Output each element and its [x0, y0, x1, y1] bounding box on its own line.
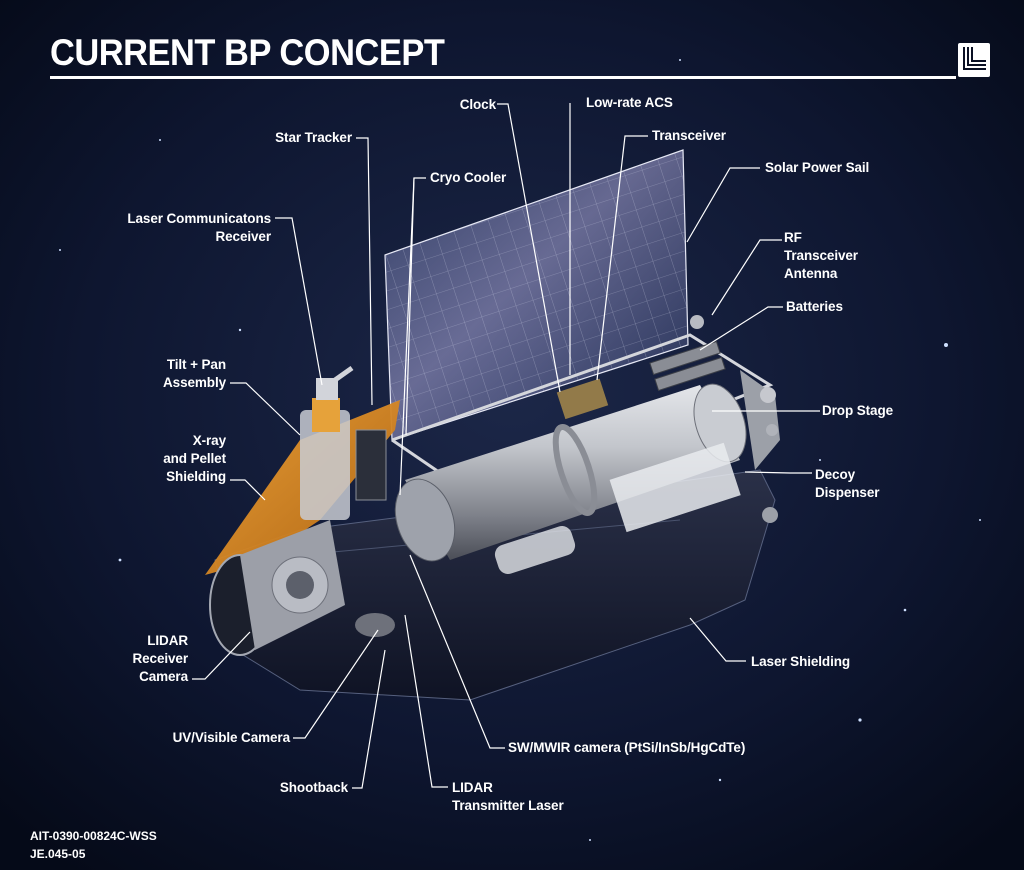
- footer-doc-id: AIT-0390-00824C-WSS: [30, 829, 157, 843]
- label-decoy-line1: Decoy: [815, 467, 856, 482]
- label-clock: Clock: [459, 97, 496, 112]
- label-laser-shielding: Laser Shielding: [751, 654, 851, 669]
- star-field: [59, 59, 981, 841]
- label-lidar-receiver-camera: LIDAR Receiver Camera: [110, 632, 189, 686]
- label-xray-line3: Shielding: [166, 469, 226, 484]
- solar-power-sail: [384, 149, 689, 441]
- label-solar-power-sail: Solar Power Sail: [765, 160, 870, 175]
- label-xray-pellet-shielding: X-ray and Pellet Shielding: [140, 432, 226, 486]
- label-batteries: Batteries: [786, 299, 843, 314]
- label-low-rate-acs: Low-rate ACS: [586, 95, 673, 110]
- label-lidar-rx-line2: Receiver: [132, 651, 189, 666]
- label-lidar-tx-line2: Transmitter Laser: [452, 798, 564, 813]
- label-lidar-tx-line1: LIDAR: [452, 780, 493, 795]
- company-logo: [958, 43, 990, 77]
- label-transceiver: Transceiver: [652, 128, 726, 143]
- label-xray-line1: X-ray: [192, 433, 226, 448]
- label-lidar-rx-line3: Camera: [139, 669, 188, 684]
- label-decoy-line2: Dispenser: [815, 485, 880, 500]
- label-tilt-pan-line1: Tilt + Pan: [166, 357, 226, 372]
- label-rf-transceiver-antenna: RF Transceiver Antenna: [784, 229, 858, 283]
- title-rule: [50, 76, 956, 79]
- label-drop-stage: Drop Stage: [822, 403, 894, 418]
- label-tilt-pan-assembly: Tilt + Pan Assembly: [140, 356, 226, 392]
- front-sensor-section: [209, 520, 576, 656]
- label-lidar-transmitter-laser: LIDAR Transmitter Laser: [452, 779, 564, 815]
- label-rf-line3: Antenna: [784, 266, 838, 281]
- label-lidar-rx-line1: LIDAR: [147, 633, 188, 648]
- label-decoy-dispenser: Decoy Dispenser: [815, 466, 879, 502]
- logo-mark-icon: [963, 47, 986, 70]
- label-rf-line2: Transceiver: [784, 248, 858, 263]
- page-title: CURRENT BP CONCEPT: [50, 32, 445, 73]
- label-laser-comm-receiver-line1: Laser Communicatons: [127, 211, 271, 226]
- tilt-pan-assembly: [300, 365, 387, 520]
- decoy-dispenser: [609, 442, 741, 533]
- leader-lines: [192, 103, 820, 789]
- label-shootback: Shootback: [279, 780, 348, 795]
- label-tilt-pan-line2: Assembly: [163, 375, 226, 390]
- label-laser-comm-receiver-line2: Receiver: [215, 229, 272, 244]
- batteries: [649, 340, 726, 392]
- main-cylinder: [394, 378, 747, 562]
- label-sw-mwir-camera: SW/MWIR camera (PtSi/InSb/HgCdTe): [508, 740, 746, 755]
- label-cryo-cooler: Cryo Cooler: [430, 170, 507, 185]
- label-rf-line1: RF: [784, 230, 802, 245]
- footer-ref: JE.045-05: [30, 847, 86, 861]
- label-uv-visible-camera: UV/Visible Camera: [172, 730, 290, 745]
- drop-stage: [690, 315, 780, 523]
- label-laser-comm-receiver: Laser Communicatons Receiver: [96, 210, 271, 246]
- label-star-tracker: Star Tracker: [275, 130, 352, 145]
- label-xray-line2: and Pellet: [163, 451, 226, 466]
